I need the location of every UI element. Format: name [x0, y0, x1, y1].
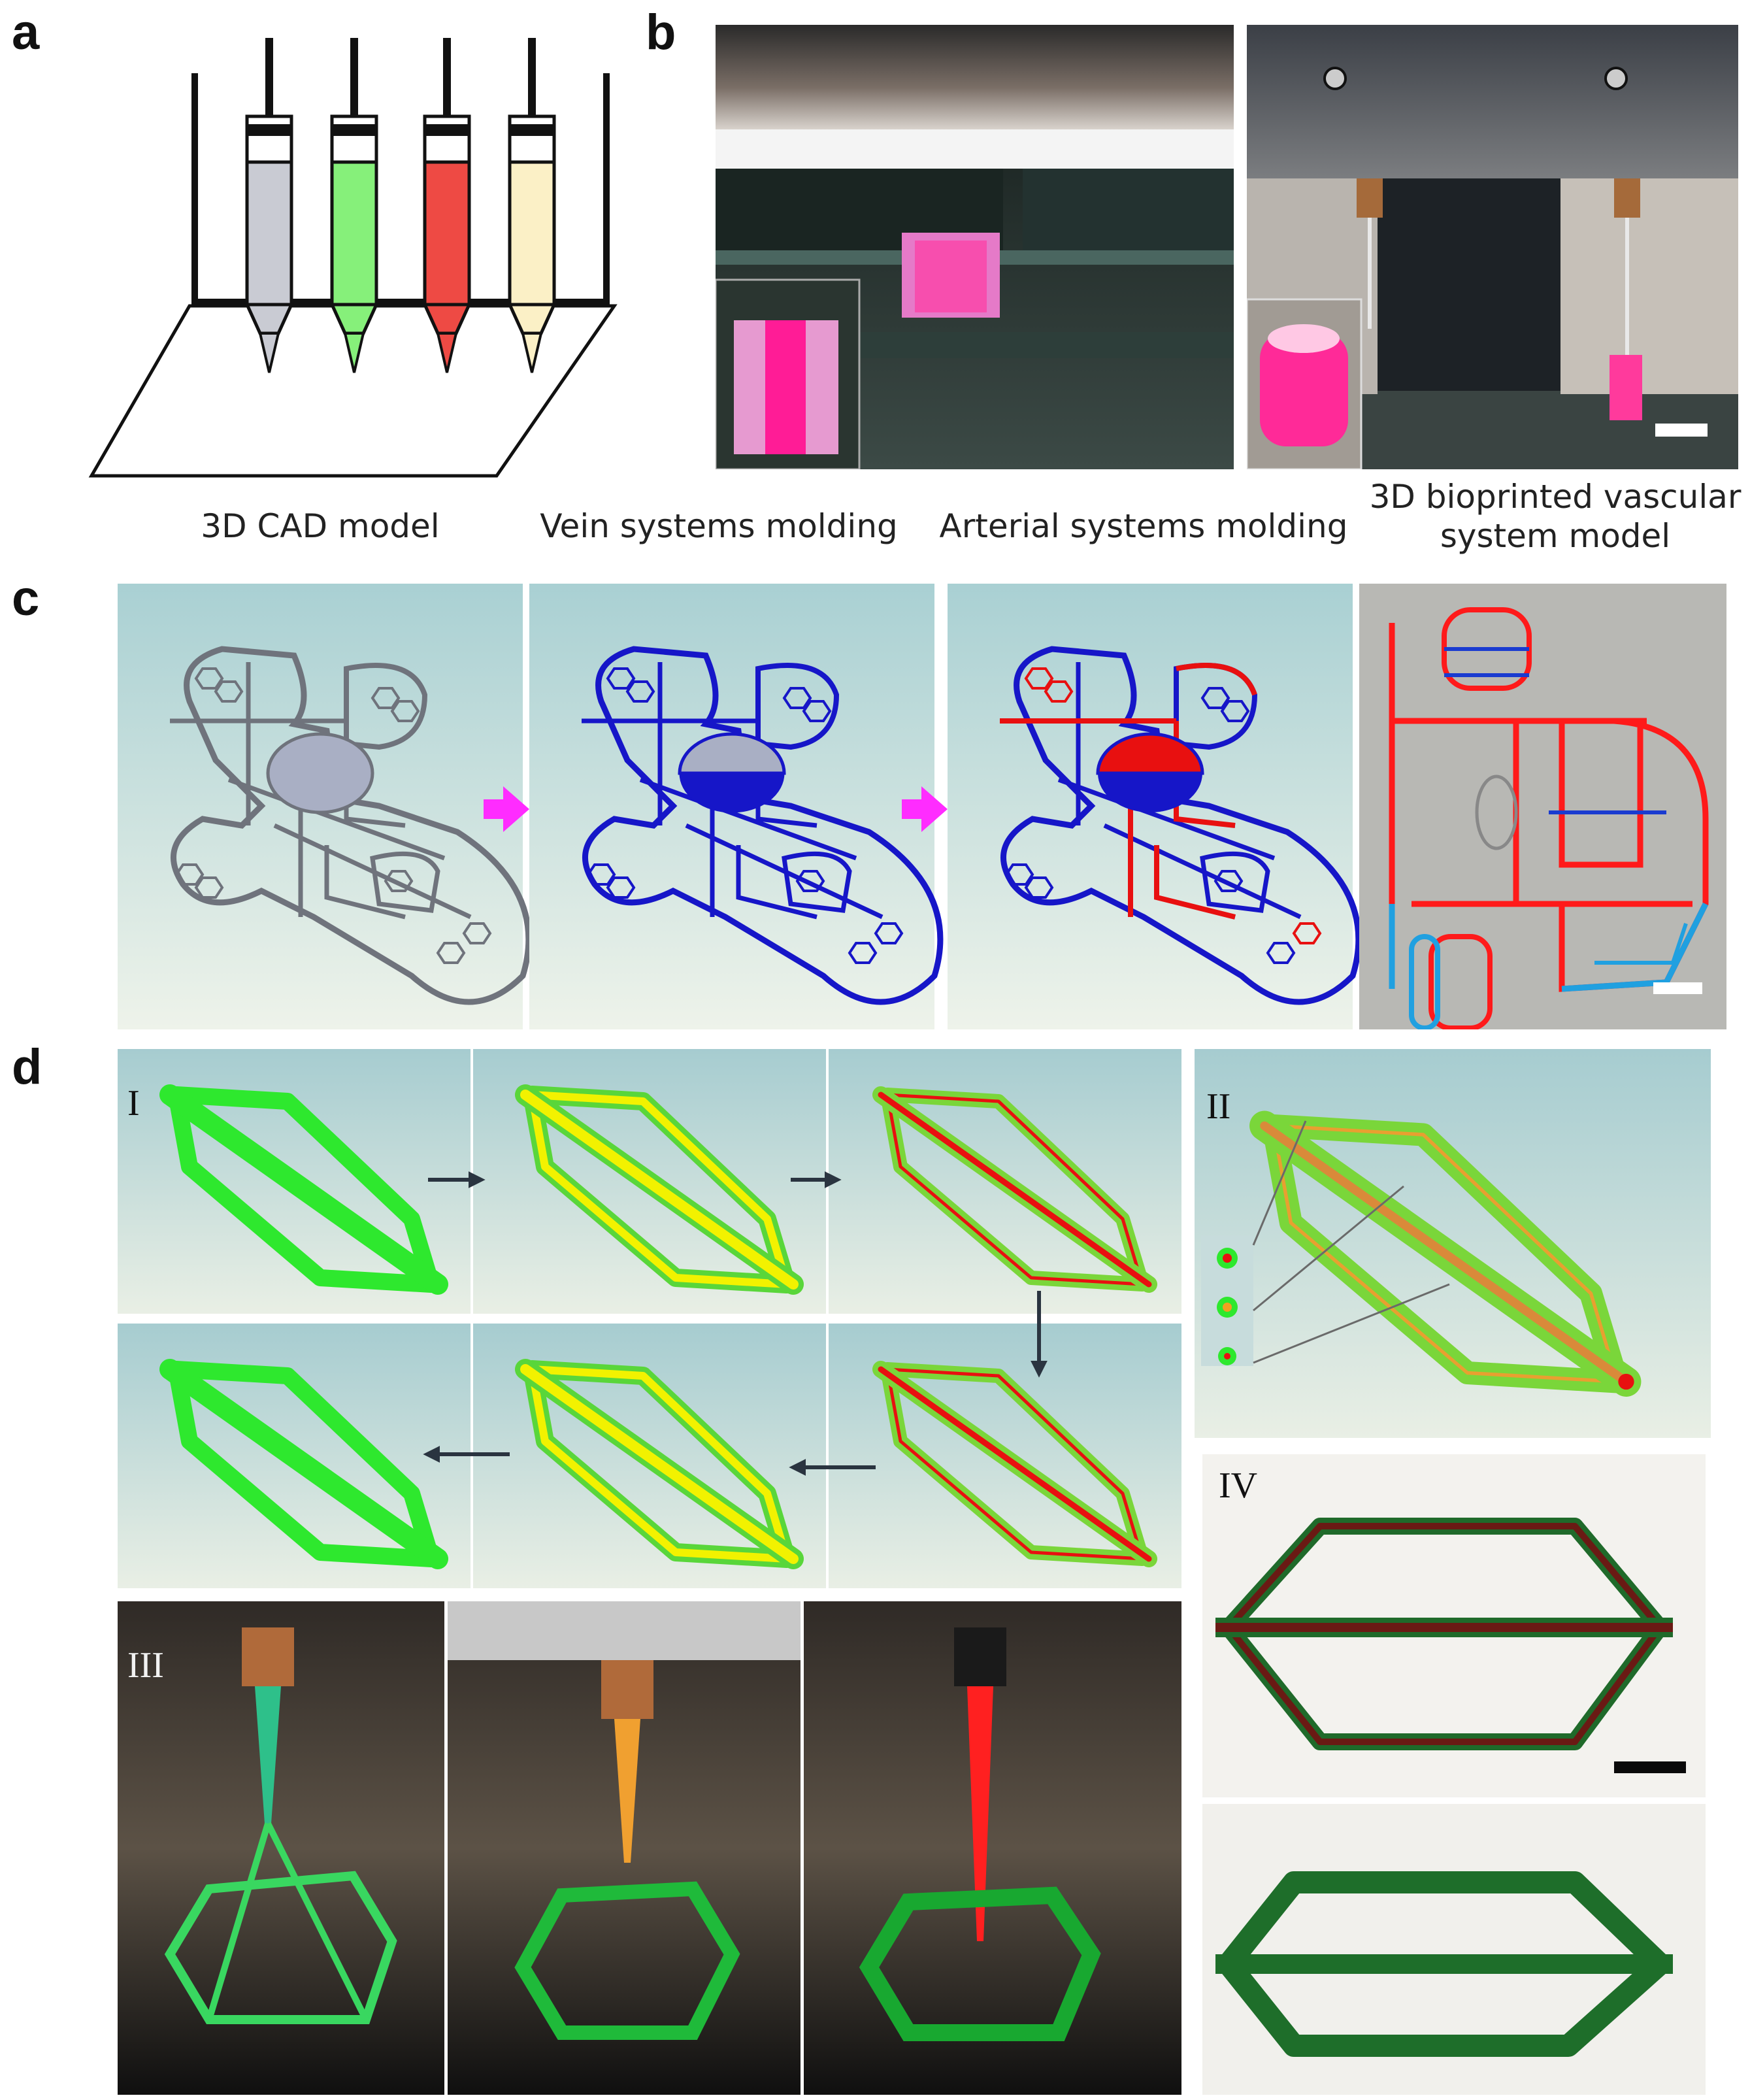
cad-vessel-gray — [170, 649, 529, 1002]
panel-label-a: a — [12, 5, 40, 60]
scale-bar — [1653, 982, 1702, 994]
panel-d-IV-printed-constructs: IV — [1202, 1454, 1706, 2095]
green-syringe — [329, 38, 379, 373]
scale-bar — [1614, 1761, 1686, 1773]
flow-arrows — [423, 1171, 1048, 1476]
photo-layered-print — [716, 25, 1234, 469]
panel-label-b: b — [646, 5, 676, 60]
caption-arterial-molding: Arterial systems molding — [939, 507, 1348, 545]
caption-cad-model: 3D CAD model — [201, 507, 440, 545]
subpanel-label-III: III — [127, 1645, 164, 1686]
arrow-right-icon — [484, 786, 529, 832]
arterial-vessel-red-blue — [1000, 649, 1359, 1002]
caption-vein-molding: Vein systems molding — [540, 507, 898, 545]
panel-d-II-crosssection: II — [1195, 1049, 1711, 1438]
panel-label-d: d — [12, 1039, 42, 1095]
subpanel-label-II: II — [1206, 1086, 1231, 1127]
panel-label-c: c — [12, 571, 40, 626]
cream-syringe — [507, 38, 557, 373]
panel-d-III-printing-photos: III — [118, 1601, 1181, 2095]
vascular-model-sequence — [118, 584, 1726, 1029]
printer-schematic — [65, 33, 640, 484]
subpanel-label-I: I — [127, 1083, 140, 1124]
arrow-right-icon — [902, 786, 948, 832]
gray-syringe — [244, 38, 294, 373]
photo-printer-nozzles — [1247, 25, 1738, 469]
vein-vessel-blue — [582, 649, 940, 1002]
caption-bioprinted-model: 3D bioprinted vascular system model — [1369, 478, 1742, 555]
subpanel-label-IV: IV — [1219, 1465, 1258, 1506]
panel-d-I-sequence: I — [118, 1049, 1181, 1588]
red-syringe — [422, 38, 472, 373]
